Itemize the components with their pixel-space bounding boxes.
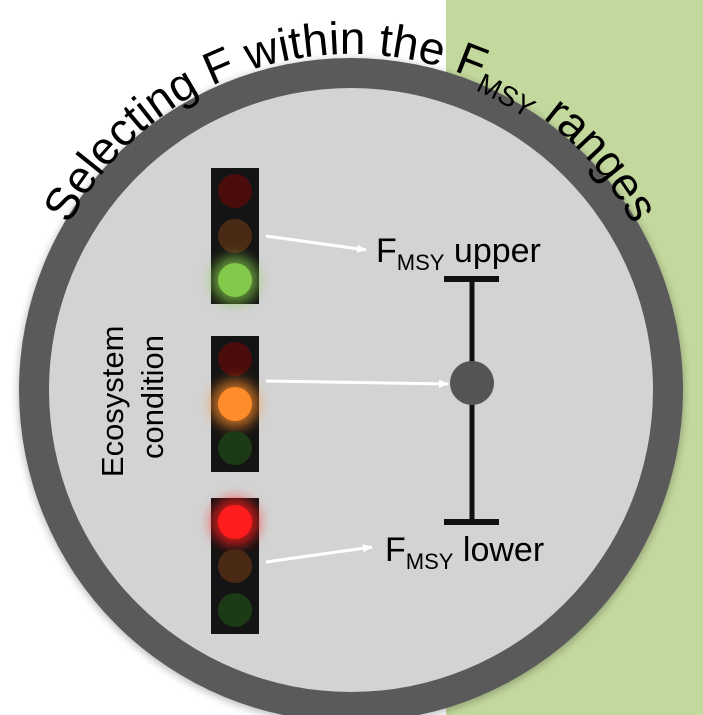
upper-label-sub: MSY <box>397 250 445 275</box>
green-lamp-off <box>218 431 252 465</box>
side-label-line2: condition <box>135 335 170 459</box>
amber-lamp-off <box>218 219 252 253</box>
amber-lamp-on <box>218 387 252 421</box>
traffic-light-green <box>211 168 259 304</box>
fmsy-upper-label: FMSY upper <box>376 232 541 275</box>
fmsy-lower-label: FMSY lower <box>385 531 544 574</box>
fmsy-range-bar <box>444 276 499 525</box>
red-lamp-off <box>218 174 252 208</box>
lower-label-sub: MSY <box>406 549 454 574</box>
arrow-to-lower <box>265 544 373 564</box>
amber-lamp-off <box>218 549 252 583</box>
ecosystem-condition-label: Ecosystem condition <box>95 317 170 477</box>
inner-disc <box>49 88 653 692</box>
green-lamp-off <box>218 593 252 627</box>
arrow-to-midpoint <box>265 379 449 388</box>
traffic-light-amber <box>211 336 259 472</box>
red-lamp-off <box>218 342 252 376</box>
green-lamp-on <box>218 263 252 297</box>
lower-label-f: F <box>385 531 406 569</box>
side-label-line1: Ecosystem <box>95 326 130 478</box>
traffic-light-red <box>211 498 259 634</box>
lower-label-suffix: lower <box>453 531 544 569</box>
red-lamp-on <box>218 505 252 539</box>
upper-label-suffix: upper <box>444 232 540 270</box>
range-midpoint <box>450 361 494 405</box>
upper-label-f: F <box>376 232 397 270</box>
arrow-to-upper <box>265 234 367 253</box>
